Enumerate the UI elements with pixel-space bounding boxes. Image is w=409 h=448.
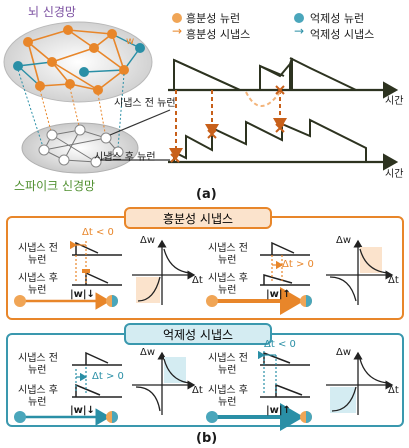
exc-left-post-label-2: 뉴런 — [28, 285, 47, 296]
excitatory-node — [35, 81, 45, 91]
inh-left-timing — [72, 351, 122, 398]
pre-neuron-label: 시냅스 전 뉴런 — [114, 98, 176, 109]
exc-left-curve — [132, 239, 196, 305]
exc-right-weight — [206, 287, 312, 315]
inhibitory-arrow-icon: → — [294, 24, 305, 38]
legend-inhibitory-synapse: 억제성 시냅스 — [310, 28, 375, 41]
inh-right-pre-label-2: 뉴런 — [218, 365, 237, 376]
caption-a: (a) — [196, 187, 217, 202]
exc-right-w: |w|↑ — [266, 289, 291, 300]
inh-left-curve — [132, 351, 196, 415]
network-illustration — [3, 21, 171, 174]
inh-right-dw: Δw — [336, 347, 352, 358]
exc-left-w: |w|↓ — [70, 289, 95, 300]
exc-right-post-label: 시냅스 후 — [208, 273, 248, 284]
excitatory-node — [119, 65, 129, 75]
inh-left-pre-label-2: 뉴런 — [28, 365, 47, 376]
post-spike-trace — [173, 118, 367, 162]
inh-left-dt-axis: Δt — [192, 385, 203, 396]
inhibitory-title: 억제성 시냅스 — [124, 323, 272, 345]
inh-right-curve — [326, 351, 394, 415]
inh-left-dw: Δw — [140, 347, 156, 358]
pre-spike-trace — [173, 57, 356, 91]
exc-left-pre-label: 시냅스 전 — [18, 243, 58, 254]
inh-right-dt: Δt < 0 — [264, 339, 296, 350]
excitatory-node — [63, 25, 73, 35]
excitatory-node — [107, 29, 117, 39]
stdp-diagrams — [14, 239, 394, 431]
inh-right-timing — [258, 350, 310, 398]
inh-left-pre-label: 시냅스 전 — [18, 353, 58, 364]
caption-b: (b) — [196, 431, 218, 446]
inhibitory-node — [135, 43, 145, 53]
inh-left-post-label-2: 뉴런 — [28, 397, 47, 408]
exc-right-curve — [326, 239, 394, 305]
excitatory-arrow-icon: → — [172, 24, 183, 38]
inh-left-post-label: 시냅스 후 — [18, 385, 58, 396]
excitatory-node — [65, 79, 75, 89]
inh-left-weight — [14, 408, 118, 426]
excitatory-neuron-icon — [172, 13, 182, 23]
inh-right-w: |w|↑ — [266, 405, 291, 416]
legend-excitatory-synapse: 흥분성 시냅스 — [186, 28, 251, 41]
exc-right-post-label-2: 뉴런 — [218, 285, 237, 296]
exc-left-pre-label-2: 뉴런 — [28, 255, 47, 266]
exc-right-dt: Δt > 0 — [282, 259, 314, 270]
weight-label: w — [126, 36, 135, 47]
exc-left-dw: Δw — [140, 235, 156, 246]
inh-right-post-label: 시냅스 후 — [208, 385, 248, 396]
brain-network-label: 뇌 신경망 — [28, 5, 76, 19]
exc-left-dt-axis: Δt — [192, 275, 203, 286]
exc-right-dw: Δw — [336, 235, 352, 246]
spike-timing-graph — [168, 57, 399, 171]
inh-left-dt: Δt > 0 — [92, 371, 124, 382]
inhibitory-neuron-icon — [294, 13, 304, 23]
excitatory-node — [93, 85, 103, 95]
exc-right-dt-axis: Δt — [388, 275, 399, 286]
post-neuron-label: 시냅스 후 뉴런 — [94, 152, 156, 163]
exc-left-dt: Δt < 0 — [82, 227, 114, 238]
inh-left-w: |w|↓ — [70, 405, 95, 416]
inh-right-weight — [206, 403, 312, 431]
legend-excitatory-neuron: 흥분성 뉴런 — [186, 12, 241, 25]
exc-left-timing — [70, 240, 122, 286]
time-label-top: 시간 — [385, 96, 404, 107]
spike-network-label: 스파이크 신경망 — [14, 179, 96, 193]
exc-right-pre-label: 시냅스 전 — [208, 243, 248, 254]
inh-right-pre-label: 시냅스 전 — [208, 353, 248, 364]
inh-right-dt-axis: Δt — [388, 385, 399, 396]
excitatory-node — [89, 43, 99, 53]
excitatory-node — [23, 37, 33, 47]
panel-a: 뇌 신경망 w 스파이크 신경망 흥분성 뉴런 억제성 뉴런 → 흥분성 시냅스… — [0, 0, 409, 205]
legend: 흥분성 뉴런 억제성 뉴런 → 흥분성 시냅스 → 억제성 시냅스 — [172, 9, 407, 45]
legend-inhibitory-neuron: 억제성 뉴런 — [310, 12, 365, 25]
exc-left-post-label: 시냅스 후 — [18, 273, 58, 284]
panel-b: 흥분성 시냅스 억제성 시냅스 — [0, 205, 409, 448]
exc-right-timing — [260, 241, 310, 286]
exc-right-pre-label-2: 뉴런 — [218, 255, 237, 266]
inhibitory-node — [79, 67, 89, 77]
exc-left-weight — [14, 292, 118, 310]
inh-right-post-label-2: 뉴런 — [218, 397, 237, 408]
time-label-bottom: 시간 — [385, 169, 404, 180]
excitatory-node — [47, 57, 57, 67]
excitatory-title: 흥분성 시냅스 — [124, 207, 272, 229]
inhibitory-node — [13, 61, 23, 71]
